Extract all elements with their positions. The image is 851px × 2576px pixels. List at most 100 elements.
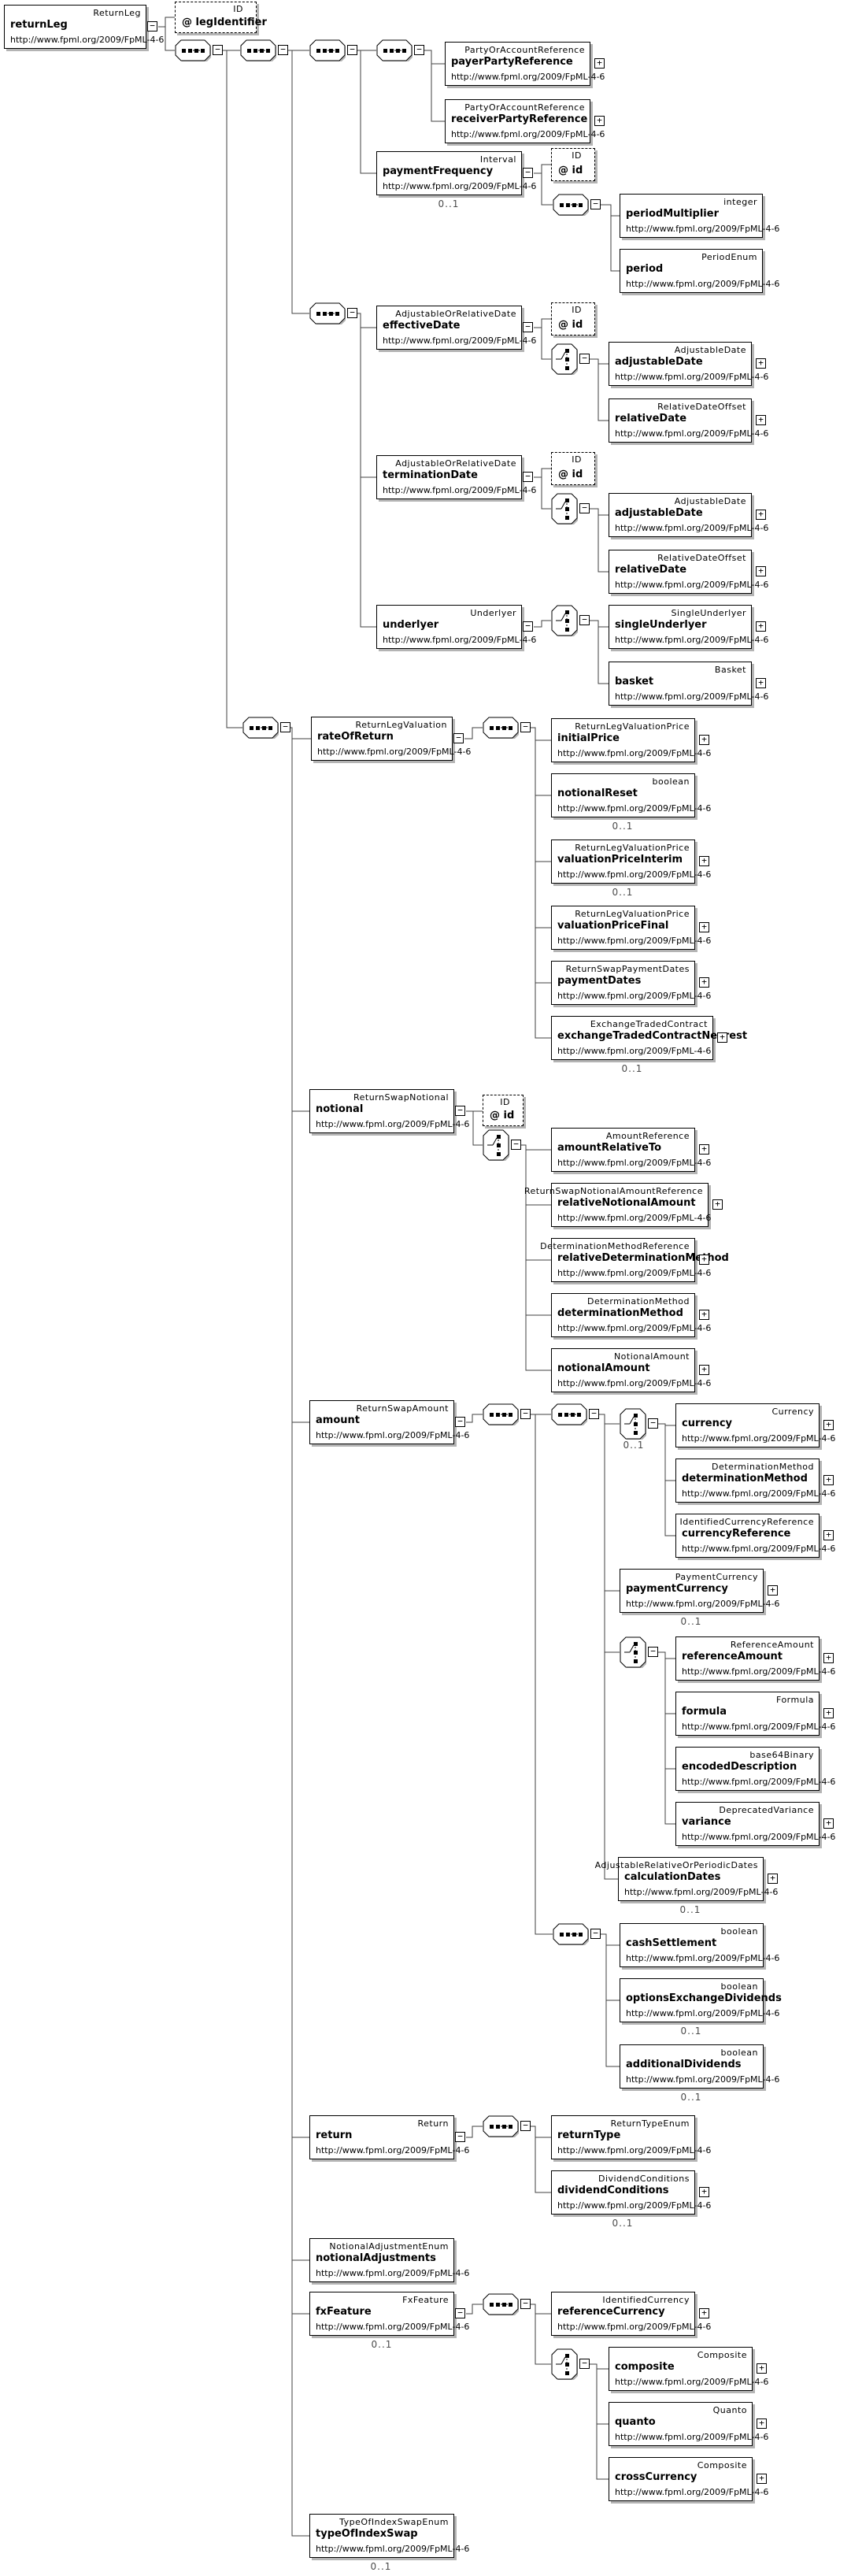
expand-button[interactable]: +: [712, 1199, 723, 1210]
collapse-button[interactable]: −: [213, 45, 223, 55]
attribute-box-id[interactable]: ID@ id: [551, 302, 595, 335]
expand-button[interactable]: +: [699, 1255, 709, 1265]
collapse-button[interactable]: −: [648, 1647, 658, 1657]
collapse-button[interactable]: −: [347, 308, 357, 318]
expand-button[interactable]: +: [823, 1653, 834, 1663]
expand-button[interactable]: +: [756, 566, 766, 576]
collapse-button[interactable]: −: [520, 722, 531, 732]
expand-button[interactable]: +: [699, 2308, 709, 2318]
expand-button[interactable]: +: [699, 1310, 709, 1320]
collapse-button[interactable]: −: [414, 45, 424, 55]
expand-button[interactable]: +: [699, 1365, 709, 1375]
collapse-button[interactable]: −: [280, 722, 290, 732]
attribute-box-legIdentifier[interactable]: ID@ legIdentifier: [175, 2, 267, 33]
collapse-button[interactable]: −: [453, 733, 464, 743]
expand-button[interactable]: +: [699, 977, 709, 988]
expand-button[interactable]: +: [823, 1818, 834, 1829]
collapse-button[interactable]: −: [455, 2132, 465, 2142]
expand-button[interactable]: +: [756, 678, 766, 688]
collapse-button[interactable]: −: [520, 2121, 531, 2131]
expand-button[interactable]: +: [757, 2418, 767, 2429]
collapse-button[interactable]: −: [523, 168, 533, 178]
attribute-box-id[interactable]: ID@ id: [483, 1095, 524, 1126]
expand-button[interactable]: +: [757, 2363, 767, 2374]
collapse-button[interactable]: −: [579, 354, 590, 364]
collapse-button[interactable]: −: [589, 1409, 599, 1419]
collapse-button[interactable]: −: [455, 1417, 465, 1427]
collapse-button[interactable]: −: [579, 615, 590, 625]
expand-button[interactable]: +: [699, 2187, 709, 2197]
collapse-button[interactable]: −: [523, 322, 533, 332]
expand-button[interactable]: +: [756, 415, 766, 425]
expand-button[interactable]: +: [594, 116, 605, 126]
attribute-box-id[interactable]: ID@ id: [551, 452, 595, 485]
expand-button[interactable]: +: [699, 922, 709, 932]
expand-button[interactable]: +: [768, 1874, 778, 1884]
collapse-button[interactable]: −: [520, 1409, 531, 1419]
collapse-button[interactable]: −: [347, 45, 357, 55]
expand-button[interactable]: +: [768, 1585, 778, 1596]
expand-button[interactable]: +: [594, 58, 605, 69]
collapse-button[interactable]: −: [511, 1140, 521, 1150]
collapse-button[interactable]: −: [523, 472, 533, 482]
collapse-button[interactable]: −: [579, 2359, 590, 2369]
expand-button[interactable]: +: [756, 621, 766, 632]
collapse-button[interactable]: −: [455, 2308, 465, 2318]
expand-button[interactable]: +: [823, 1708, 834, 1718]
collapse-button[interactable]: −: [590, 199, 601, 209]
collapse-button[interactable]: −: [278, 45, 288, 55]
expand-button[interactable]: +: [699, 1144, 709, 1155]
expand-button[interactable]: +: [757, 2474, 767, 2484]
expand-button[interactable]: +: [823, 1530, 834, 1540]
expand-button[interactable]: +: [717, 1032, 727, 1043]
